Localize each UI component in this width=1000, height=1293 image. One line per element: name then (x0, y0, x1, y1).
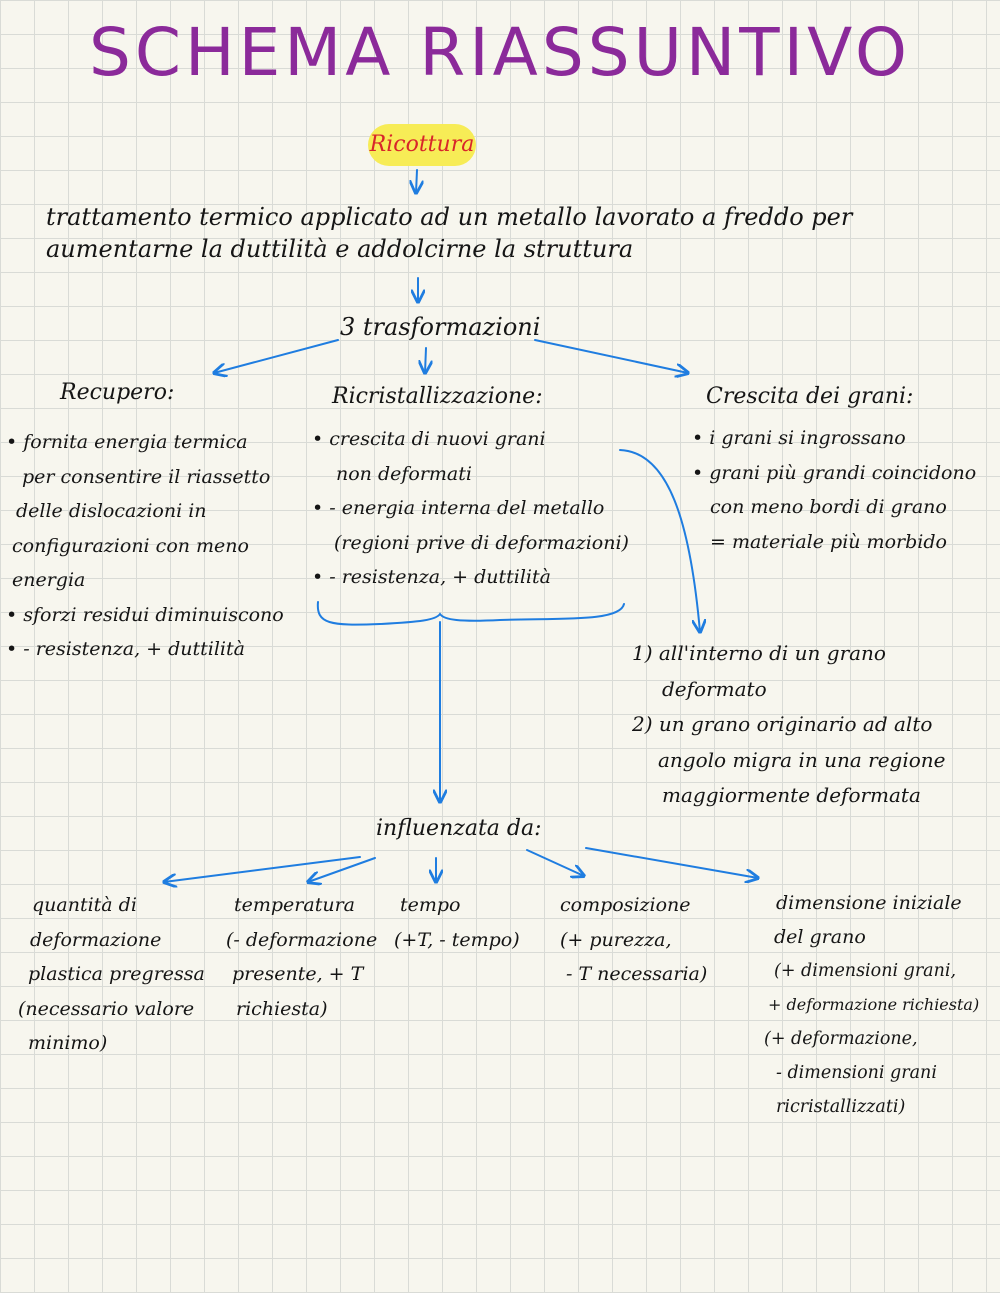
factor-line: richiesta) (236, 997, 328, 1020)
list-item: delle dislocazioni in (16, 500, 207, 522)
list-item: 1) all'interno di un grano (632, 641, 886, 665)
list-item: • - resistenza, + duttilità (312, 566, 551, 588)
list-item: 2) un grano originario ad alto (632, 712, 933, 736)
factor-line: (+ deformazione, (764, 1029, 918, 1049)
list-item: non deformati (336, 462, 472, 485)
factor-dimensione: dimensione iniziale del grano (+ dimensi… (764, 886, 979, 1124)
list-item: angolo migra in una regione (658, 747, 946, 772)
factor-composizione: composizione (+ purezza, - T necessaria) (560, 888, 707, 992)
arrow-root-to-definition (416, 169, 417, 193)
factor-line: (+T, - tempo) (394, 928, 520, 951)
factor-line: deformazione (30, 928, 162, 951)
influenced-label: influenzata da: (376, 816, 542, 841)
definition-line: trattamento termico applicato ad un meta… (46, 203, 853, 231)
factor-line: (+ dimensioni grani, (774, 961, 957, 981)
list-item: • fornita energia termica (6, 431, 248, 453)
crescita-list: • i grani si ingrossano • grani più gran… (692, 421, 976, 559)
list-item: • i grani si ingrossano (692, 427, 906, 449)
root-node-ricottura: Ricottura (368, 124, 476, 166)
list-item: • crescita di nuovi grani (312, 428, 546, 450)
list-item: maggiormente deformata (662, 783, 921, 807)
crescita-heading: Crescita dei grani: (706, 384, 914, 409)
recupero-heading: Recupero: (60, 380, 175, 405)
list-item: deformato (662, 676, 767, 701)
factor-line: del grano (774, 926, 866, 948)
factor-line: (- deformazione (226, 928, 378, 951)
list-item: • sforzi residui diminuiscono (6, 603, 284, 626)
list-item: • - resistenza, + duttilità (6, 638, 245, 660)
factor-line: - T necessaria) (566, 963, 708, 985)
ricristallizzazione-list: • crescita di nuovi grani non deformati … (312, 422, 629, 595)
transformations-label: 3 trasformazioni (340, 313, 541, 341)
factor-quantita: quantità di deformazione plastica pregre… (18, 888, 205, 1061)
brace-ricristallizzazione (316, 601, 625, 626)
ricristallizzazione-heading: Ricristallizzazione: (332, 384, 543, 409)
factor-line: plastica pregressa (28, 963, 205, 985)
factor-tempo: tempo (+T, - tempo) (394, 888, 520, 957)
factor-line: minimo) (28, 1032, 108, 1054)
page-title: SCHEMA RIASSUNTIVO (88, 14, 912, 91)
factor-line: - dimensioni grani (776, 1063, 937, 1083)
factor-line: (necessario valore (18, 997, 195, 1020)
definition-text: trattamento termico applicato ad un meta… (46, 198, 852, 268)
list-item: • - energia interna del metallo (312, 497, 605, 519)
ricristallizzazione-mechanisms: 1) all'interno di un grano deformato 2) … (632, 636, 945, 814)
recupero-list: • fornita energia termica per consentire… (6, 425, 284, 667)
factor-line: composizione (560, 894, 691, 916)
factor-line: presente, + T (232, 963, 364, 985)
list-item: = materiale più morbido (710, 530, 947, 553)
list-item: • grani più grandi coincidono (692, 461, 977, 484)
list-item: (regioni prive di deformazioni) (334, 531, 629, 554)
factor-line: dimensione iniziale (776, 892, 962, 914)
factor-line: (+ purezza, (560, 928, 672, 951)
arrow-to-temperatura (308, 857, 376, 882)
factor-temperatura: temperatura (- deformazione presente, + … (226, 888, 377, 1026)
factor-line: tempo (400, 894, 461, 916)
list-item: per consentire il riassetto (22, 465, 271, 488)
factor-line: + deformazione richiesta) (768, 995, 980, 1014)
list-item: configurazioni con meno (12, 534, 249, 557)
list-item: energia (12, 569, 86, 591)
factor-line: temperatura (234, 894, 355, 916)
arrow-to-quantita (164, 856, 361, 882)
arrow-to-mechanisms (619, 449, 700, 632)
factor-line: ricristallizzati) (776, 1097, 906, 1117)
factor-line: quantità di (32, 894, 137, 916)
arrow-to-dimensione (585, 847, 758, 878)
definition-line: aumentarne la duttilità e addolcirne la … (46, 235, 634, 263)
arrow-to-ricristallizzazione (425, 347, 426, 373)
arrow-to-recupero (214, 339, 339, 373)
arrow-to-crescita (534, 339, 688, 373)
list-item: con meno bordi di grano (710, 496, 947, 518)
arrow-to-composizione (526, 849, 584, 876)
